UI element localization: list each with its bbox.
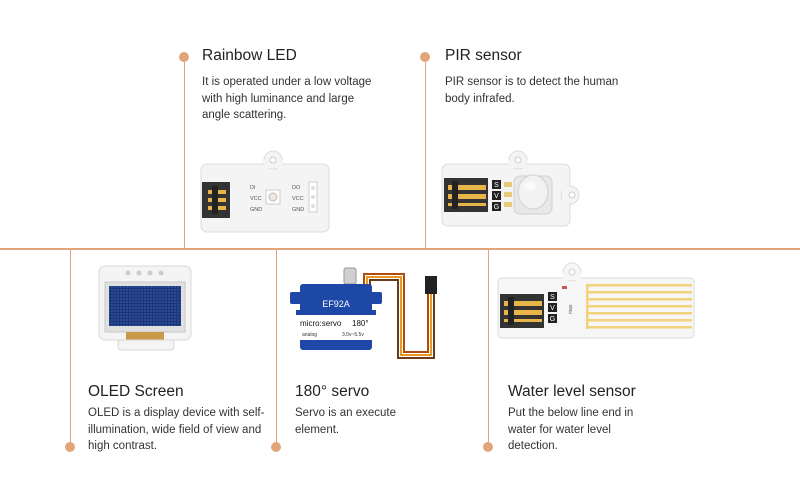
pin-label-vcc-right: VCC xyxy=(292,196,304,202)
servo-model-label: EF92A xyxy=(322,299,350,309)
timeline-dot-water xyxy=(483,442,493,452)
water-level-desc: Put the below line end in water for wate… xyxy=(508,407,634,452)
rainbow-led-module-image: DI VCC GND DO VCC GND xyxy=(200,150,330,233)
pin-label-gnd-right: GND xyxy=(292,207,304,213)
water-level-module-image: S V G max xyxy=(497,262,695,339)
timeline-vline-servo xyxy=(276,250,277,448)
servo-sub-label-2: 3.0v~5.5v xyxy=(342,332,364,338)
water-pin-label-s: S xyxy=(550,294,555,301)
pir-sensor-desc: PIR sensor is to detect the human body i… xyxy=(445,76,619,105)
oled-screen-desc: OLED is a display device with self-illum… xyxy=(88,407,265,452)
servo-brand-label: micro:servo xyxy=(300,319,342,328)
pin-label-v: V xyxy=(494,193,499,200)
servo-angle-label: 180° xyxy=(352,319,369,328)
timeline-dot-rainbow xyxy=(179,52,189,62)
servo-desc: Servo is an execute element. xyxy=(295,407,397,436)
timeline-dot-pir xyxy=(420,52,430,62)
rainbow-led-title: Rainbow LED xyxy=(202,47,297,64)
water-pin-label-v: V xyxy=(550,305,555,312)
oled-screen-title: OLED Screen xyxy=(88,383,184,400)
pin-label-di: DI xyxy=(250,185,256,191)
pin-label-do: DO xyxy=(292,185,301,191)
timeline-dot-servo xyxy=(271,442,281,452)
servo-title: 180° servo xyxy=(295,383,370,400)
timeline-vline-oled xyxy=(70,250,71,448)
pin-label-vcc-left: VCC xyxy=(250,196,262,202)
timeline-horizontal-line xyxy=(0,248,800,250)
water-level-title: Water level sensor xyxy=(508,383,636,400)
rainbow-led-desc: It is operated under a low voltage with … xyxy=(202,76,372,121)
servo-sub-label-1: analog xyxy=(302,332,317,338)
oled-screen-module-image xyxy=(98,265,192,351)
pin-label-gnd-left: GND xyxy=(250,207,262,213)
timeline-vline-water xyxy=(488,250,489,448)
pin-label-s: S xyxy=(494,182,499,189)
water-pin-label-g: G xyxy=(550,316,555,323)
timeline-dot-oled xyxy=(65,442,75,452)
servo-module-image: EF92A micro:servo 180° analog 3.0v~5.5v xyxy=(290,267,437,359)
pir-sensor-module-image: S V G xyxy=(441,150,580,227)
timeline-vline-rainbow xyxy=(184,57,185,248)
pin-label-g: G xyxy=(494,204,499,211)
timeline-vline-pir xyxy=(425,57,426,248)
pir-sensor-title: PIR sensor xyxy=(445,47,522,64)
water-max-label: max xyxy=(568,304,574,314)
